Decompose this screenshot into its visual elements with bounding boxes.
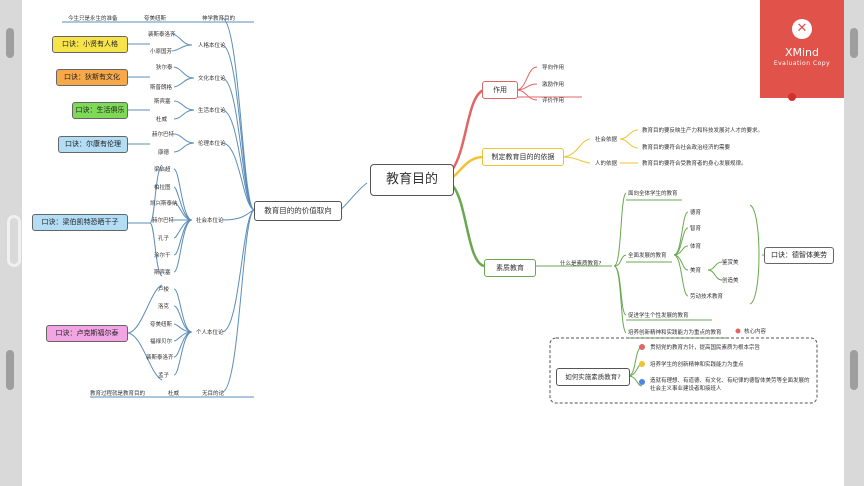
name-item[interactable]: 洛克 [158,304,170,310]
group-label-individual[interactable]: 个人本位论 [196,330,224,336]
name-item[interactable]: 夸美纽斯 [150,322,173,328]
watermark-dot [788,93,796,101]
basis-social[interactable]: 社会依据 [595,137,618,143]
basis-node[interactable]: 制定教育目的的依据 [482,148,564,166]
bottom-item-1[interactable]: 教育过程就是教育目的 [90,391,146,397]
how-to-item[interactable]: 培养学生的创新精神和实践能力为重点 [650,362,744,368]
name-item[interactable]: 福禄贝尔 [150,339,173,345]
name-item[interactable]: 康德 [158,150,170,156]
name-item[interactable]: 斯普朗格 [150,85,173,91]
mnemonic-individual[interactable]: 口诀：卢克斯福尔泰 [46,325,128,342]
right-lower-handle[interactable] [850,350,858,390]
how-to-node[interactable]: 如何实施素质教育? [556,368,630,386]
name-item[interactable]: 凯兴斯泰纳 [150,201,178,207]
bottom-item-2[interactable]: 杜威 [168,391,180,397]
how-to-item[interactable]: 贯彻党的教育方针，提高国民素质为根本宗旨 [650,345,761,351]
mindmap-canvas: .node{position:absolute;white-space:nowr… [22,0,844,486]
left-upper-handle[interactable] [6,28,14,58]
top-item-2[interactable]: 夸美纽斯 [144,16,167,22]
basis-detail[interactable]: 教育目的要符合社会政治经济的需要 [642,145,731,151]
top-item-1[interactable]: 今生只是永生的准备 [68,16,118,22]
left-lower-handle[interactable] [6,350,14,390]
name-item[interactable]: 小原国芳 [150,49,173,55]
development-item[interactable]: 德育 [690,210,702,216]
basis-detail[interactable]: 教育目的要反映生产力和科技发展对人才的要求。 [642,128,764,134]
xmind-watermark: ✕ XMind Evaluation Copy [760,0,844,98]
name-item[interactable]: 狄尔泰 [156,65,173,71]
how-to-item[interactable]: 造就有理想、有道德、有文化、有纪律的德智体美劳等全面发展的社会主义事业建设者和接… [650,378,810,392]
top-item-3[interactable]: 神学教育目的 [202,16,236,22]
development-item[interactable]: 体育 [690,244,702,250]
watermark-brand: XMind [784,46,820,59]
left-scroll-rail [0,0,22,486]
role-item[interactable]: 评价作用 [542,98,565,104]
aesthetic-item[interactable]: 创造美 [722,278,739,284]
quality-education-node[interactable]: 素质教育 [484,259,536,277]
development-item[interactable]: 美育 [690,268,702,274]
name-item[interactable]: 裴斯泰洛齐 [146,355,174,361]
mnemonic-five-educations[interactable]: 口诀：德智体美劳 [764,247,834,264]
basis-detail[interactable]: 教育目的要符合受教育者的身心发展规律。 [642,161,747,167]
role-item[interactable]: 激励作用 [542,82,565,88]
watermark-subtitle: Evaluation Copy [773,60,831,67]
name-item[interactable]: 梁启超 [154,167,171,173]
group-label-ethics[interactable]: 伦理本位论 [198,141,226,147]
right-scroll-rail [844,0,864,486]
development-item[interactable]: 劳动技术教育 [690,294,724,300]
name-item[interactable]: 涂尔干 [154,253,171,259]
quality-item[interactable]: 促进学生个性发展的教育 [628,313,689,319]
mnemonic-life[interactable]: 口诀：生活俱乐 [72,102,128,119]
name-item[interactable]: 杜威 [156,117,168,123]
what-is-quality-label[interactable]: 什么是素质教育? [560,261,602,267]
bottom-item-3[interactable]: 无目的论 [202,391,225,397]
name-item[interactable]: 柏拉图 [154,185,171,191]
name-item[interactable]: 斯宾塞 [154,99,171,105]
mnemonic-personality[interactable]: 口诀：小贤有人格 [52,36,128,53]
role-node[interactable]: 作用 [482,81,518,99]
xmind-logo-icon: ✕ [792,19,812,39]
group-label-society[interactable]: 社会本位论 [196,218,224,224]
quality-item[interactable]: 培养创新精神和实践能力为重点的教育 [628,330,722,336]
basis-human[interactable]: 人的依据 [595,161,618,167]
name-item[interactable]: 裴斯泰洛齐 [148,32,176,38]
name-item[interactable]: 赫尔巴特 [152,218,175,224]
group-label-personality[interactable]: 人格本位论 [198,43,226,49]
mnemonic-society[interactable]: 口诀：梁伯凯特恐晒干子 [32,214,128,231]
name-item[interactable]: 孔子 [158,236,170,242]
floating-ring-button[interactable] [7,215,21,267]
group-label-culture[interactable]: 文化本位论 [198,76,226,82]
role-item[interactable]: 导向作用 [542,65,565,71]
mnemonic-ethics[interactable]: 口诀：尔康有伦理 [58,136,128,153]
how-to-dashed-box [549,337,818,404]
aesthetic-item[interactable]: 鉴赏美 [722,260,739,266]
value-orientation-node[interactable]: 教育目的的价值取向 [254,201,342,221]
core-note[interactable]: 核心内容 [744,329,767,335]
right-upper-handle[interactable] [850,28,858,58]
quality-item[interactable]: 面向全体学生的教育 [628,191,678,197]
mnemonic-culture[interactable]: 口诀：狄斯有文化 [56,69,128,86]
quality-item[interactable]: 全面发展的教育 [628,253,667,259]
name-item[interactable]: 卢梭 [158,287,170,293]
group-label-life[interactable]: 生活本位论 [198,108,226,114]
name-item[interactable]: 赫尔巴特 [152,132,175,138]
development-item[interactable]: 智育 [690,226,702,232]
name-item[interactable]: 斯宾塞 [154,270,171,276]
name-item[interactable]: 孟子 [158,373,170,379]
central-topic[interactable]: 教育目的 [370,164,454,196]
